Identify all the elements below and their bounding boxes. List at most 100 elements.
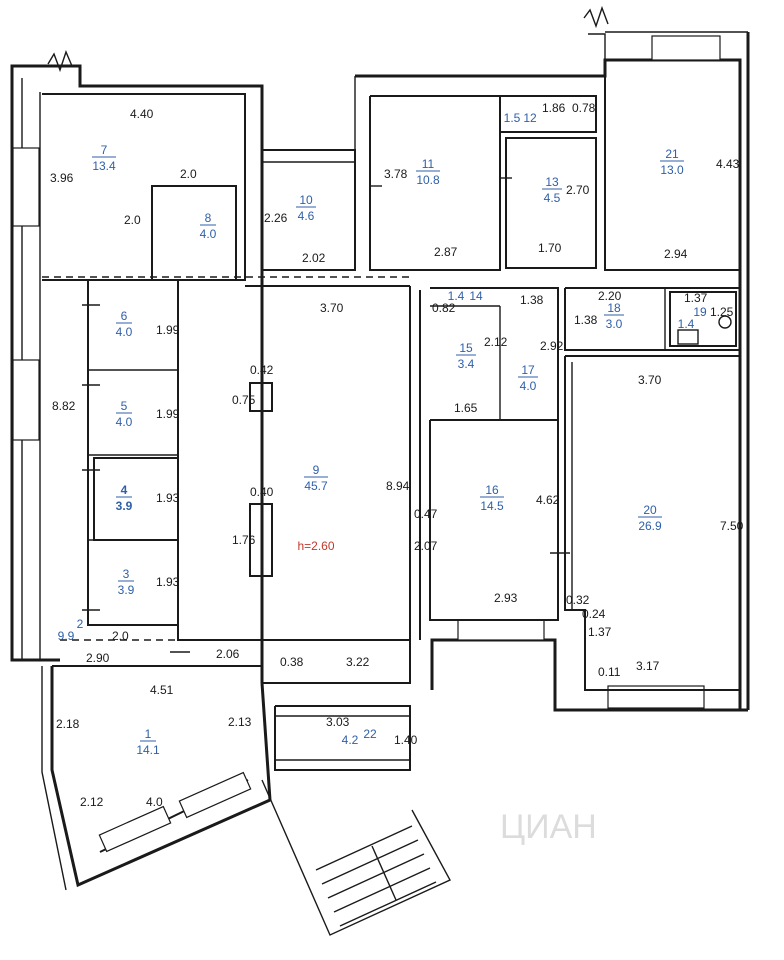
ceiling-height-label: h=2.60 — [297, 539, 334, 553]
dim-label: 4.0 — [146, 795, 163, 809]
dim-label: 2.70 — [566, 183, 590, 197]
room-15-label: 15 3.4 — [456, 341, 476, 371]
outer-walls — [10, 5, 750, 712]
dim-label: 1.38 — [574, 313, 598, 327]
dim-label: 0.40 — [250, 485, 274, 499]
room-12-label: 12 1.5 — [504, 111, 537, 125]
room-1-label: 1 14.1 — [136, 727, 160, 757]
dim-label: 0.47 — [414, 507, 438, 521]
watermark: ЦИАН — [500, 808, 597, 846]
dim-label: 8.94 — [386, 479, 410, 493]
svg-text:4.0: 4.0 — [520, 379, 537, 393]
dim-label: 7.50 — [720, 519, 744, 533]
svg-text:9.9: 9.9 — [58, 629, 75, 643]
dim-label: 1.25 — [710, 305, 734, 319]
room-18-label: 18 3.0 — [604, 301, 624, 331]
dim-label: 2.94 — [664, 247, 688, 261]
dim-label: 2.20 — [598, 289, 622, 303]
svg-text:18: 18 — [607, 301, 621, 315]
svg-text:14.1: 14.1 — [136, 743, 160, 757]
svg-text:9: 9 — [313, 463, 320, 477]
dim-label: 3.78 — [384, 167, 408, 181]
room-9-label: 9 45.7 — [304, 463, 328, 493]
dim-label: 3.22 — [346, 655, 370, 669]
dim-label: 3.03 — [326, 715, 350, 729]
dim-label: 3.96 — [50, 171, 74, 185]
dim-label: 1.38 — [520, 293, 544, 307]
svg-text:11: 11 — [422, 157, 435, 171]
svg-text:19: 19 — [693, 305, 707, 319]
room-labels: 1 14.1 2 9.9 3 3.9 4 3.9 5 4.0 6 4.0 — [58, 111, 707, 757]
svg-text:20: 20 — [643, 503, 657, 517]
room-4-label: 4 3.9 — [116, 483, 133, 513]
dim-label: 1.99 — [156, 407, 180, 421]
dim-label: 1.70 — [538, 241, 562, 255]
dim-label: 1.86 — [542, 101, 566, 115]
dim-label: 1.76 — [232, 533, 256, 547]
dim-label: 0.11 — [598, 665, 621, 679]
dim-label: 0.75 — [232, 393, 256, 407]
dim-label: 2.87 — [434, 245, 458, 259]
svg-text:5: 5 — [121, 399, 128, 413]
dim-label: 0.42 — [250, 363, 274, 377]
svg-text:3.4: 3.4 — [458, 357, 475, 371]
dim-label: 2.02 — [302, 251, 326, 265]
dim-label: 3.70 — [638, 373, 662, 387]
dim-label: 1.40 — [394, 733, 418, 747]
dim-label: 1.37 — [684, 291, 708, 305]
dim-label: 0.24 — [582, 607, 606, 621]
dim-label: 8.82 — [52, 399, 76, 413]
svg-text:13: 13 — [545, 175, 559, 189]
dim-label: 2.26 — [264, 211, 288, 225]
svg-text:1: 1 — [145, 727, 152, 741]
dim-label: 4.62 — [536, 493, 560, 507]
dim-label: 2.0 — [112, 629, 129, 643]
svg-text:4.0: 4.0 — [200, 227, 217, 241]
svg-text:3: 3 — [123, 567, 130, 581]
room-6-label: 6 4.0 — [116, 309, 133, 339]
room-11-label: 11 10.8 — [416, 157, 440, 187]
dim-label: 2.12 — [80, 795, 104, 809]
svg-text:8: 8 — [205, 211, 212, 225]
room-5-label: 5 4.0 — [116, 399, 133, 429]
room-13-label: 13 4.5 — [542, 175, 562, 205]
svg-text:4.6: 4.6 — [298, 209, 315, 223]
svg-text:4.0: 4.0 — [116, 325, 133, 339]
room-22-label: 22 4.2 — [342, 727, 377, 747]
svg-text:12: 12 — [523, 111, 537, 125]
room-17-label: 17 4.0 — [518, 363, 538, 393]
interior-walls — [41, 76, 741, 936]
dim-label: 2.93 — [494, 591, 518, 605]
dim-label: 2.12 — [484, 335, 508, 349]
dim-label: 2.90 — [86, 651, 110, 665]
svg-text:3.9: 3.9 — [116, 499, 133, 513]
svg-text:15: 15 — [459, 341, 473, 355]
dim-label: 0.32 — [566, 593, 590, 607]
room-16-label: 16 14.5 — [480, 483, 504, 513]
svg-text:1.4: 1.4 — [448, 289, 465, 303]
dim-label: 4.40 — [130, 107, 154, 121]
room-21-label: 21 13.0 — [660, 147, 684, 177]
room-7-label: 7 13.4 — [92, 143, 116, 173]
room-20-label: 20 26.9 — [638, 503, 662, 533]
dim-label: 3.17 — [636, 659, 660, 673]
dim-label: 2.13 — [228, 715, 252, 729]
svg-text:4.2: 4.2 — [342, 733, 359, 747]
room-14-label: 14 1.4 — [448, 289, 483, 303]
dim-label: 1.99 — [156, 323, 180, 337]
room-2-label: 2 9.9 — [58, 617, 84, 643]
svg-text:14.5: 14.5 — [480, 499, 504, 513]
dim-label: 2.18 — [56, 717, 80, 731]
svg-text:14: 14 — [469, 289, 483, 303]
room-3-label: 3 3.9 — [118, 567, 135, 597]
dim-label: 0.82 — [432, 301, 456, 315]
svg-text:10.8: 10.8 — [416, 173, 440, 187]
dim-label: 0.38 — [280, 655, 304, 669]
svg-text:3.0: 3.0 — [606, 317, 623, 331]
dim-label: 2.0 — [180, 167, 197, 181]
svg-text:1.5: 1.5 — [504, 111, 521, 125]
svg-text:6: 6 — [121, 309, 128, 323]
dim-label: 2.0 — [124, 213, 141, 227]
dim-label: 1.37 — [588, 625, 612, 639]
